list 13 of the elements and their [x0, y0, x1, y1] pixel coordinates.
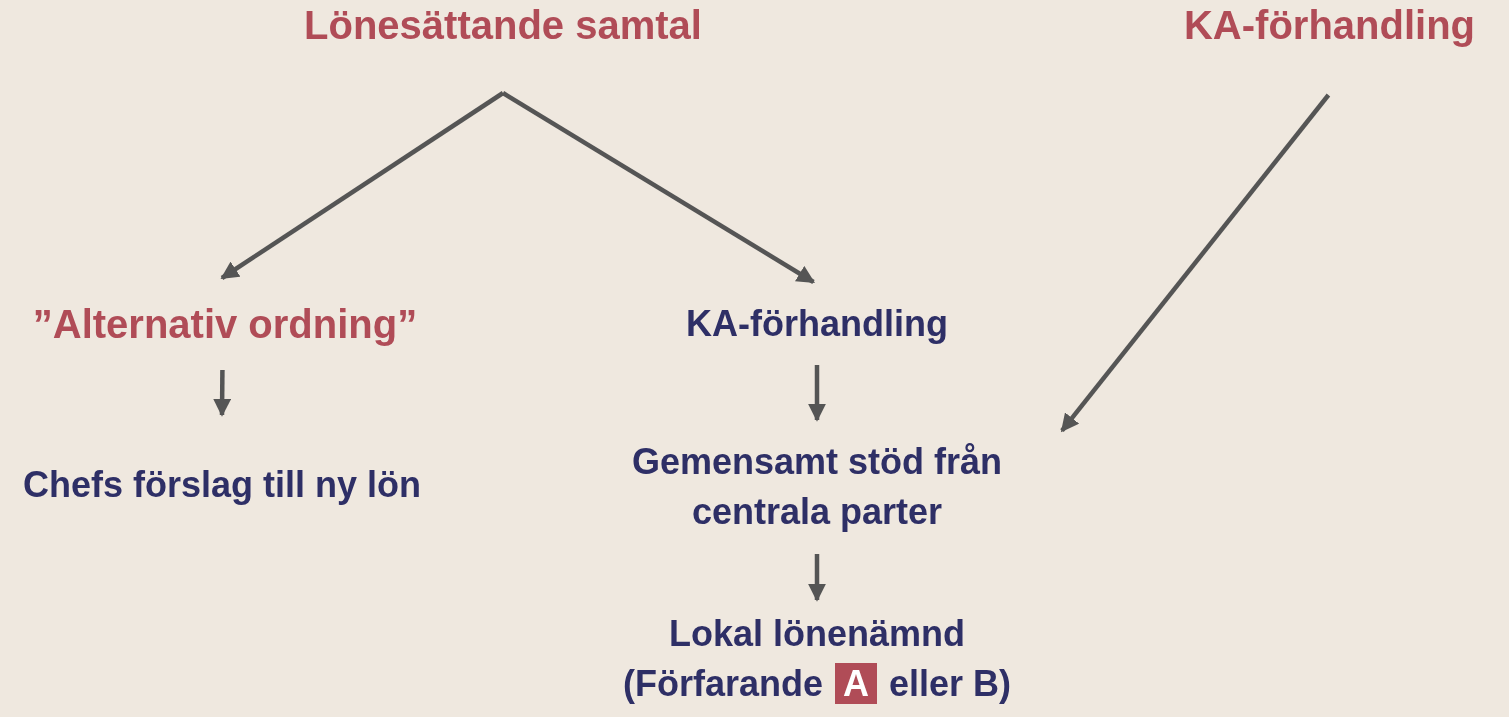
heading-text: KA-förhandling: [1183, 2, 1476, 49]
step-text: Chefs förslag till ny lön: [22, 463, 421, 507]
step-text: Gemensamt stöd från centrala parter: [630, 440, 1004, 534]
arrow: [808, 365, 826, 422]
arrow: [1060, 93, 1331, 433]
step-text: KA-förhandling: [686, 301, 948, 346]
arrow: [213, 369, 232, 417]
step-text: Lokal lönenämnd (Förfarande A eller B): [621, 611, 1013, 706]
arrow: [501, 91, 815, 284]
heading-text: Lönesättande samtal: [304, 2, 702, 49]
arrow: [808, 554, 826, 602]
heading-text: ”Alternativ ordning”: [32, 301, 418, 348]
arrow: [220, 91, 505, 280]
